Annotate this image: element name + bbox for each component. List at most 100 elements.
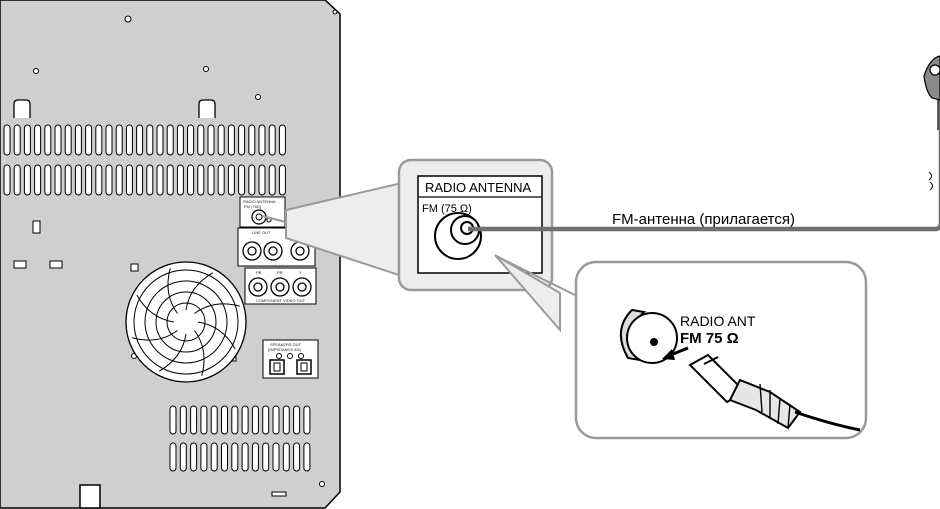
- vent-slot: [95, 124, 103, 156]
- vent-slot: [231, 442, 239, 472]
- fan-blade: [158, 333, 187, 372]
- vent-slot: [221, 442, 228, 472]
- pb-label: PB: [256, 270, 262, 275]
- fm-antenna-caption: FM-антенна (прилагается): [612, 211, 795, 228]
- vent-slot: [105, 164, 113, 196]
- vent-slot: [210, 405, 218, 435]
- cooling-fan: [125, 261, 247, 383]
- vent-slot: [227, 124, 235, 156]
- vent-slot: [268, 164, 276, 196]
- radio-antenna-terminal-small: RADIO ANTENNA FM (75Ω): [239, 196, 286, 228]
- vent-slot: [3, 164, 11, 196]
- vent-slot: [85, 164, 93, 196]
- vent-slot: [179, 442, 187, 472]
- vent-slot: [190, 405, 198, 435]
- vent-slot: [179, 405, 187, 435]
- vent-slot: [23, 124, 31, 156]
- vent-slot: [272, 405, 280, 435]
- vent-slot: [34, 164, 42, 196]
- fan-grille-ring: [166, 302, 206, 342]
- vent-slot: [95, 164, 103, 196]
- vent-slot: [210, 442, 218, 472]
- vent-slot: [115, 124, 123, 156]
- vent-slot: [248, 164, 256, 196]
- component-video-out-terminals: PB PR Y COMPONENT VIDEO OUT: [244, 267, 317, 305]
- ventilation-slots-bottom: [169, 405, 311, 472]
- fan-grille-ring: [133, 269, 239, 375]
- vent-slot: [166, 124, 174, 156]
- hanging-slots: [13, 99, 216, 118]
- fm-jack-detail: [620, 308, 678, 364]
- vent-slot: [64, 124, 72, 156]
- y-label: Y: [299, 270, 302, 275]
- vent-slot: [13, 164, 21, 196]
- component-video-out-label: COMPONENT VIDEO OUT: [256, 298, 306, 303]
- vent-slot: [187, 164, 195, 196]
- ventilation-slots-top: [3, 124, 286, 196]
- vent-slot: [74, 164, 82, 196]
- vent-slot: [272, 442, 280, 472]
- vent-slot: [176, 164, 184, 196]
- vent-slot: [227, 164, 235, 196]
- vent-slot: [44, 164, 52, 196]
- radio-ant-label: RADIO ANT: [680, 313, 756, 329]
- vent-slot: [262, 405, 270, 435]
- vent-slot: [197, 164, 205, 196]
- vent-slot: [207, 164, 215, 196]
- vent-slot: [156, 164, 164, 196]
- vent-slot: [197, 124, 205, 156]
- vent-slot: [258, 124, 266, 156]
- fan-grille-ring: [155, 291, 217, 353]
- fan-blade: [197, 321, 236, 350]
- fm-plug-detail: [688, 353, 861, 432]
- vent-slot: [136, 164, 144, 196]
- fm-coaxial-jack: [434, 212, 482, 260]
- vent-slot: [125, 124, 133, 156]
- vent-slot: [231, 405, 239, 435]
- vent-slot: [303, 442, 311, 472]
- vent-slot: [251, 405, 259, 435]
- radio-antenna-title: RADIO ANTENNA: [425, 180, 532, 195]
- vent-slot: [54, 164, 62, 196]
- vent-slot: [251, 442, 259, 472]
- fan-blade: [167, 268, 178, 314]
- vent-slot: [258, 164, 266, 196]
- fan-blade: [185, 272, 214, 311]
- speakers-out-label: SPEAKERS OUT: [270, 342, 302, 347]
- vent-slot: [136, 124, 144, 156]
- radio-antenna-callout: RADIO ANTENNA FM (75 Ω): [397, 158, 554, 292]
- vent-slot: [64, 164, 72, 196]
- device-rear-panel: RADIO ANTENNA FM (75Ω) LINE OUT VIDEO OU…: [0, 0, 341, 509]
- vent-slot: [85, 124, 93, 156]
- vent-slot: [241, 442, 249, 472]
- pr-label: PR: [277, 270, 283, 275]
- vent-slot: [23, 164, 31, 196]
- radio-antenna-small-label: RADIO ANTENNA: [243, 199, 276, 204]
- vent-slot: [187, 124, 195, 156]
- vent-slot: [125, 164, 133, 196]
- vent-slot: [74, 124, 82, 156]
- vent-slot: [238, 164, 246, 196]
- vent-slot: [248, 124, 256, 156]
- vent-slot: [241, 405, 249, 435]
- line-out-label: LINE OUT: [252, 230, 271, 235]
- vent-slot: [200, 405, 208, 435]
- vent-slot: [54, 124, 62, 156]
- vent-slot: [176, 124, 184, 156]
- fan-grille-ring: [144, 280, 228, 364]
- vent-slot: [217, 124, 225, 156]
- vent-slot: [190, 442, 198, 472]
- vent-slot: [13, 124, 21, 156]
- vent-slot: [262, 442, 270, 472]
- vent-slot: [115, 164, 123, 196]
- vent-slot: [238, 124, 246, 156]
- speakers-out-terminals: SPEAKERS OUT (IMPEDANCE 4Ω): [262, 339, 319, 379]
- vent-slot: [268, 124, 276, 156]
- vent-slot: [3, 124, 11, 156]
- vent-slot: [169, 442, 177, 472]
- fm-small-label: FM (75Ω): [244, 204, 262, 209]
- vent-slot: [278, 124, 286, 156]
- fan-blade: [194, 330, 205, 376]
- fm-75-label: FM 75 Ω: [680, 330, 739, 347]
